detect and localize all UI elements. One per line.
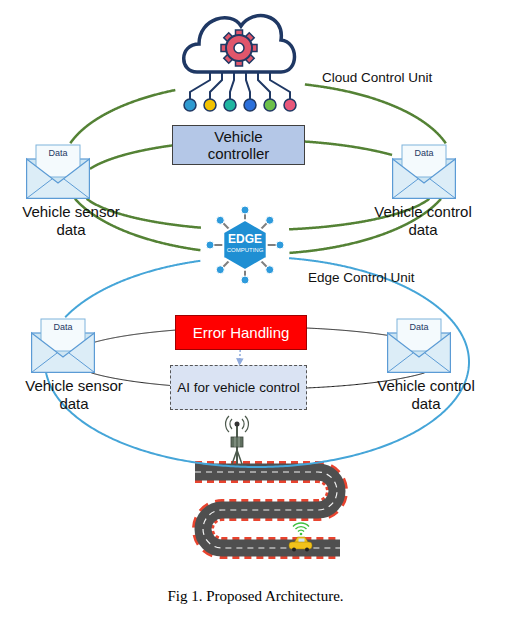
envelope-front [27, 159, 90, 198]
tower-panel-grid [235, 437, 236, 447]
unit-label: Cloud Control Unit [322, 70, 432, 85]
wifi-signal [293, 523, 309, 535]
gear-body [226, 35, 252, 61]
cloud-wire [270, 70, 290, 99]
envelope-fold [388, 353, 451, 372]
tower-leg [231, 450, 237, 467]
cloud-node-dot [224, 99, 236, 111]
ai-box: AI for vehicle control [170, 365, 307, 410]
tower-antenna-panel [231, 437, 243, 447]
ring-link [95, 330, 176, 342]
data-envelope: DataVehicle control data [365, 317, 487, 417]
cloud-wire [190, 70, 210, 99]
envelope-label: Vehicle control data [365, 377, 487, 413]
figure-caption: Fig 1. Proposed Architecture. [0, 588, 511, 605]
radio-wave [242, 419, 244, 429]
logo-subword: COMPUTING [200, 247, 290, 254]
circuit-trace [214, 244, 223, 246]
wifi-arc [293, 523, 309, 526]
envelope-label: Vehicle control data [362, 203, 484, 239]
envelope-tag: Data [387, 322, 451, 333]
circuit-node [216, 216, 224, 224]
envelope-fold [27, 179, 90, 198]
cloud-node-dot [244, 99, 256, 111]
car-wheel [305, 548, 309, 552]
cloud-outline [184, 16, 295, 72]
box-label: Vehicle controller [197, 128, 280, 163]
gear-hub [234, 43, 244, 53]
circuit-trace [267, 244, 276, 246]
tower-panel-grid [239, 437, 240, 447]
circuit-node [206, 241, 214, 249]
cloud-wire [246, 70, 250, 99]
envelope-label: Vehicle sensor data [15, 377, 133, 413]
ring-link [306, 328, 387, 335]
ring-link [90, 145, 172, 168]
error-box: Error Handling [175, 315, 307, 350]
data-envelope: DataVehicle sensor data [12, 143, 130, 243]
ring-link [46, 340, 469, 467]
circuit-node [276, 241, 284, 249]
tower-tip [235, 422, 240, 427]
envelope-front [388, 333, 451, 372]
cloud-wire [230, 70, 234, 99]
controller-box: Vehicle controller [172, 125, 305, 165]
envelope-label: Vehicle sensor data [12, 203, 130, 239]
car-window [299, 539, 305, 543]
cloud-node-dot [204, 99, 216, 111]
envelope-tag: Data [26, 148, 90, 159]
cloud-node-dot [184, 99, 196, 111]
data-envelope: DataVehicle sensor data [15, 317, 133, 417]
wifi-dot [300, 533, 303, 536]
connector-group [46, 84, 469, 467]
envelope-tag: Data [31, 322, 95, 333]
ring-link [65, 261, 200, 317]
unit-label: Edge Control Unit [308, 270, 415, 285]
ring-link [70, 90, 175, 143]
road [195, 472, 340, 548]
tower-leg [237, 450, 243, 467]
cloud-wire [258, 70, 270, 99]
ring-link [305, 84, 446, 143]
cloud-node-dot [284, 99, 296, 111]
road-centre-line [195, 472, 340, 548]
road-surface [195, 472, 340, 548]
circuit-node [266, 216, 274, 224]
cloud-icon: Cloud Control Unit [175, 0, 475, 120]
circuit-node [266, 266, 274, 274]
radio-wave [230, 419, 232, 429]
logo-word: EDGE [200, 232, 290, 246]
envelope-tag: Data [392, 148, 456, 159]
radio-wave [226, 416, 229, 432]
envelope-fold [393, 179, 456, 198]
envelope-front [393, 159, 456, 198]
wifi-arc [298, 530, 304, 531]
ring-link [305, 142, 393, 155]
flow-arrow [239, 350, 241, 365]
cloud-node-dot [264, 99, 276, 111]
circuit-node [241, 276, 249, 284]
circuit-node [216, 266, 224, 274]
circuit-node [241, 206, 249, 214]
car-wheel [292, 548, 296, 552]
road-edge-marking [195, 472, 340, 548]
cloud-wire [210, 70, 222, 99]
radio-wave [245, 416, 248, 432]
car [289, 537, 312, 552]
envelope-front [32, 333, 95, 372]
box-label: AI for vehicle control [177, 380, 299, 396]
road-edge [195, 472, 340, 548]
radio-tower [226, 416, 249, 467]
gear-icon [221, 30, 257, 66]
wifi-arc [296, 527, 307, 529]
envelope-fold [32, 353, 95, 372]
car-body [289, 542, 312, 549]
cloud-shape [175, 0, 305, 120]
box-label: Error Handling [193, 324, 290, 341]
data-envelope: DataVehicle control data [362, 143, 484, 243]
edge-computing-node: EDGECOMPUTING Edge Control Unit [200, 205, 440, 290]
